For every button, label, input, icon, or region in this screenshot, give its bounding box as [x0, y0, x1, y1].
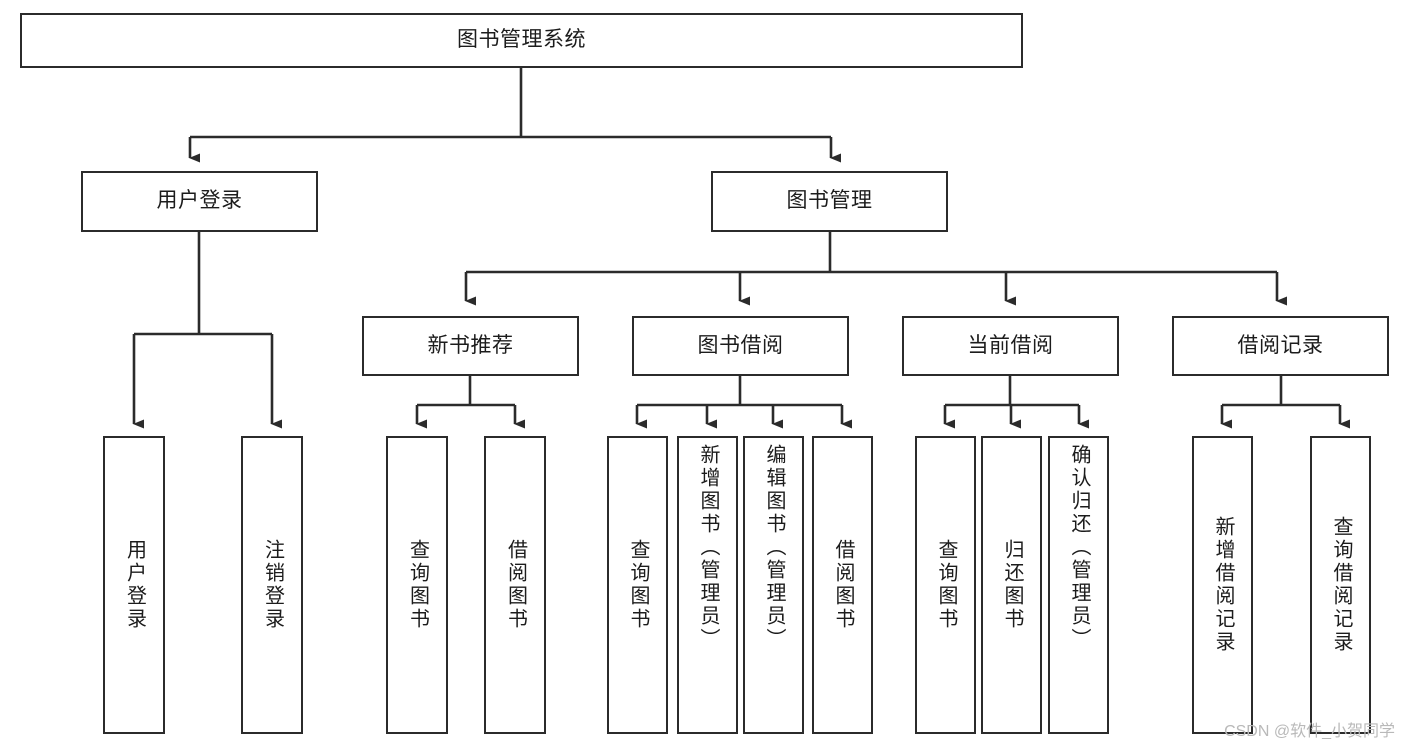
leaf-edit-book-admin[interactable]: 编辑图书（管理员） [743, 436, 804, 734]
node-label: 图书借阅 [697, 333, 784, 357]
leaf-query-borrow-record[interactable]: 查询借阅记录 [1310, 436, 1371, 734]
node-user-login[interactable]: 用户登录 [81, 171, 318, 232]
node-label: 借阅图书 [504, 539, 527, 631]
node-book-borrow[interactable]: 图书借阅 [632, 316, 849, 376]
leaf-new-borrow-book[interactable]: 借阅图书 [484, 436, 546, 734]
leaf-return-book[interactable]: 归还图书 [981, 436, 1042, 734]
node-label: 查询图书 [935, 539, 957, 631]
leaf-current-query-book[interactable]: 查询图书 [915, 436, 976, 734]
leaf-new-query-book[interactable]: 查询图书 [386, 436, 448, 734]
node-label: 用户登录 [156, 189, 243, 213]
node-label: 新增图书（管理员） [697, 444, 719, 651]
node-label: 新书推荐 [427, 333, 514, 357]
node-label: 注销登录 [261, 539, 284, 631]
node-label: 归还图书 [1001, 539, 1023, 631]
node-label: 当前借阅 [967, 333, 1054, 357]
node-current-borrow[interactable]: 当前借阅 [902, 316, 1119, 376]
leaf-logout[interactable]: 注销登录 [241, 436, 303, 734]
node-label: 借阅记录 [1237, 333, 1324, 357]
leaf-user-login[interactable]: 用户登录 [103, 436, 165, 734]
node-label: 新增借阅记录 [1212, 516, 1234, 654]
leaf-borrow-query-book[interactable]: 查询图书 [607, 436, 668, 734]
node-label: 确认归还（管理员） [1068, 444, 1090, 651]
leaf-confirm-return-admin[interactable]: 确认归还（管理员） [1048, 436, 1109, 734]
node-new-book-recommend[interactable]: 新书推荐 [362, 316, 579, 376]
node-label: 编辑图书（管理员） [763, 444, 785, 651]
leaf-add-book-admin[interactable]: 新增图书（管理员） [677, 436, 738, 734]
node-label: 查询借阅记录 [1330, 516, 1352, 654]
node-label: 图书管理系统 [457, 28, 586, 52]
csdn-watermark: CSDN @软件_小贺同学 [1224, 723, 1395, 740]
node-label: 借阅图书 [832, 539, 854, 631]
node-root[interactable]: 图书管理系统 [20, 13, 1023, 68]
node-label: 查询图书 [627, 539, 649, 631]
node-borrow-records[interactable]: 借阅记录 [1172, 316, 1389, 376]
node-label: 用户登录 [123, 539, 146, 631]
node-label: 查询图书 [406, 539, 429, 631]
node-label: 图书管理 [786, 189, 873, 213]
node-book-management[interactable]: 图书管理 [711, 171, 948, 232]
leaf-borrow-book[interactable]: 借阅图书 [812, 436, 873, 734]
leaf-add-borrow-record[interactable]: 新增借阅记录 [1192, 436, 1253, 734]
